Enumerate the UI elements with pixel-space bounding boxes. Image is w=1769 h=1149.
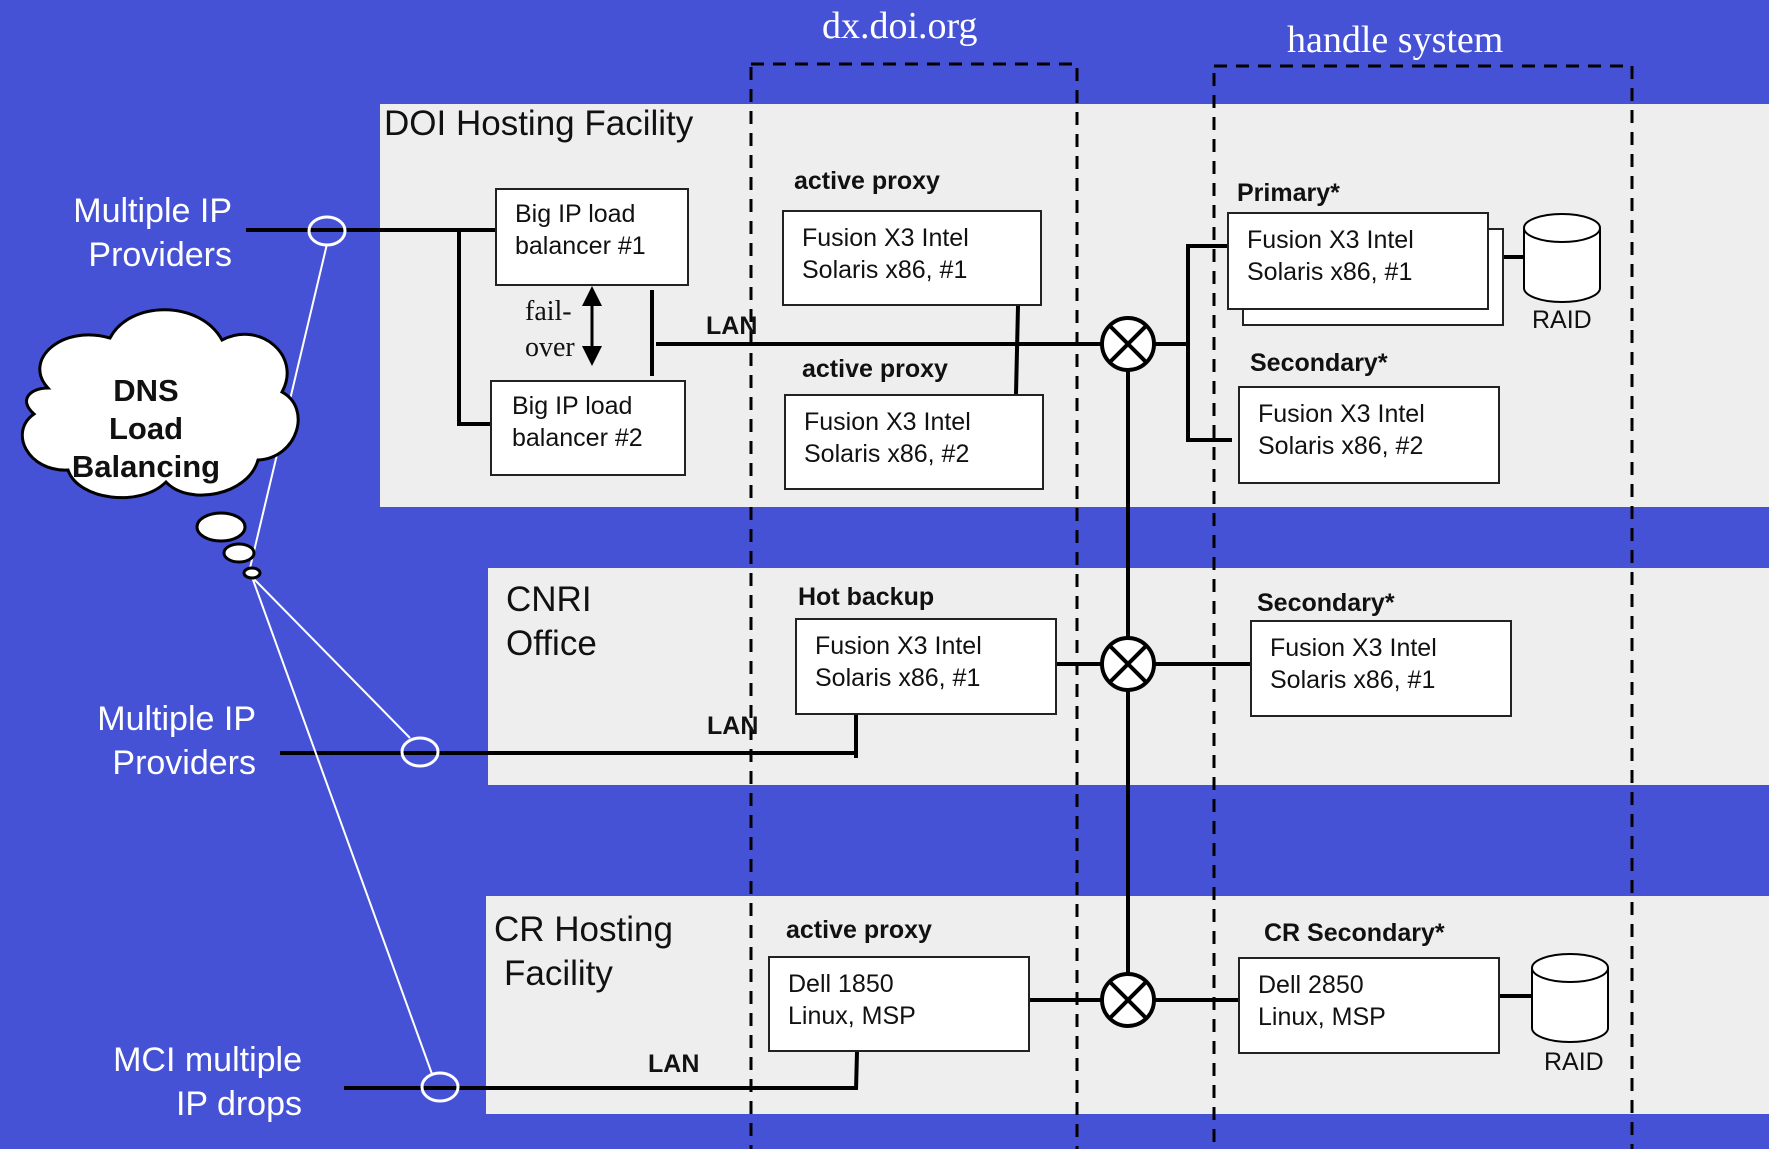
load-balancer-2-line2: balancer #2 <box>512 424 643 452</box>
doi-lan-label: LAN <box>706 312 758 340</box>
hot-backup-server: Fusion X3 Intel Solaris x86, #1 <box>795 618 1057 715</box>
raid-cylinder-doi <box>1523 213 1601 303</box>
load-balancer-1-line2: balancer #1 <box>515 232 646 260</box>
cr-title-line2: Facility <box>504 954 613 993</box>
doi-secondary-line1: Fusion X3 Intel <box>1258 400 1425 428</box>
failover-line2: over <box>525 332 575 363</box>
cr-hosting-title: CR Hosting Facility <box>494 908 673 996</box>
proxy1-server: Fusion X3 Intel Solaris x86, #1 <box>782 210 1042 306</box>
proxy1-title: active proxy <box>794 167 940 195</box>
dns-line3: Balancing <box>71 449 221 484</box>
proxy2-server: Fusion X3 Intel Solaris x86, #2 <box>784 394 1044 490</box>
cnri-secondary-title: Secondary* <box>1257 589 1395 617</box>
proxy-column-group <box>749 62 1079 1149</box>
junction-doi <box>1100 316 1156 372</box>
proxy1-line2: Solaris x86, #1 <box>802 256 968 284</box>
providers-bottom-line1: MCI multiple <box>113 1041 302 1079</box>
cnri-secondary-server: Fusion X3 Intel Solaris x86, #1 <box>1250 620 1512 717</box>
cr-proxy-line1: Dell 1850 <box>788 970 894 998</box>
handle-column-title: handle system <box>1287 19 1504 61</box>
proxy1-line1: Fusion X3 Intel <box>802 224 969 252</box>
hot-backup-title: Hot backup <box>798 583 935 611</box>
load-balancer-2-line1: Big IP load <box>512 392 633 420</box>
cr-secondary-server: Dell 2850 Linux, MSP <box>1238 957 1500 1054</box>
cr-title-line1: CR Hosting <box>494 910 673 949</box>
thought-bubble-medium <box>222 542 256 564</box>
proxy2-title: active proxy <box>802 355 948 383</box>
junction-cnri <box>1100 636 1156 692</box>
dns-cloud-label: DNS Load Balancing <box>56 372 236 486</box>
primary-title: Primary* <box>1237 179 1340 207</box>
dns-cloud <box>20 308 300 580</box>
cnri-title-line2: Office <box>506 624 597 663</box>
raid-label-doi: RAID <box>1532 306 1592 334</box>
proxy2-line1: Fusion X3 Intel <box>804 408 971 436</box>
dns-node-middle <box>400 736 440 768</box>
proxy-column-title: dx.doi.org <box>822 5 978 47</box>
cr-lan-label: LAN <box>648 1050 700 1078</box>
dns-line1: DNS <box>113 373 179 408</box>
load-balancer-1: Big IP load balancer #1 <box>495 188 689 286</box>
doi-secondary-title: Secondary* <box>1250 349 1388 377</box>
cr-proxy-server: Dell 1850 Linux, MSP <box>768 956 1030 1052</box>
hot-backup-line2: Solaris x86, #1 <box>815 664 981 692</box>
proxy2-line2: Solaris x86, #2 <box>804 440 970 468</box>
providers-middle-line2: Providers <box>112 744 256 782</box>
cr-secondary-line1: Dell 2850 <box>1258 971 1364 999</box>
cnri-office-title: CNRI Office <box>506 578 597 666</box>
cr-proxy-title: active proxy <box>786 916 932 944</box>
handle-column-group <box>1212 64 1634 1149</box>
cnri-secondary-line1: Fusion X3 Intel <box>1270 634 1437 662</box>
providers-bottom-line2: IP drops <box>175 1085 302 1123</box>
cr-secondary-line2: Linux, MSP <box>1258 1003 1386 1031</box>
dns-node-bottom <box>420 1071 460 1103</box>
primary-line1: Fusion X3 Intel <box>1247 226 1414 254</box>
providers-middle-label: Multiple IP Providers <box>60 697 256 785</box>
doi-hosting-title: DOI Hosting Facility <box>384 104 694 143</box>
cnri-secondary-line2: Solaris x86, #1 <box>1270 666 1436 694</box>
cr-secondary-title: CR Secondary* <box>1264 919 1445 947</box>
hot-backup-line1: Fusion X3 Intel <box>815 632 982 660</box>
cr-proxy-line2: Linux, MSP <box>788 1002 916 1030</box>
providers-top-line2: Providers <box>88 236 232 274</box>
primary-line2: Solaris x86, #1 <box>1247 258 1413 286</box>
cnri-title-line1: CNRI <box>506 580 592 619</box>
providers-top-label: Multiple IP Providers <box>40 189 232 277</box>
cnri-lan-label: LAN <box>707 712 759 740</box>
providers-top-line1: Multiple IP <box>73 192 232 230</box>
doi-secondary-line2: Solaris x86, #2 <box>1258 432 1424 460</box>
failover-label: fail- over <box>525 294 575 366</box>
primary-server: Fusion X3 Intel Solaris x86, #1 <box>1227 212 1489 310</box>
thought-bubble-small <box>242 566 262 580</box>
doi-secondary-server: Fusion X3 Intel Solaris x86, #2 <box>1238 386 1500 484</box>
load-balancer-1-line1: Big IP load <box>515 200 636 228</box>
thought-bubble-large <box>195 511 247 543</box>
providers-bottom-label: MCI multiple IP drops <box>70 1038 302 1126</box>
failover-line1: fail- <box>525 296 572 327</box>
dns-node-top <box>307 215 347 247</box>
load-balancer-2: Big IP load balancer #2 <box>490 380 686 476</box>
failover-arrow <box>582 286 602 366</box>
raid-label-cr: RAID <box>1544 1048 1604 1076</box>
raid-cylinder-cr <box>1531 953 1609 1043</box>
junction-cr <box>1100 972 1156 1028</box>
dns-line2: Load <box>108 411 184 446</box>
providers-middle-line1: Multiple IP <box>97 700 256 738</box>
